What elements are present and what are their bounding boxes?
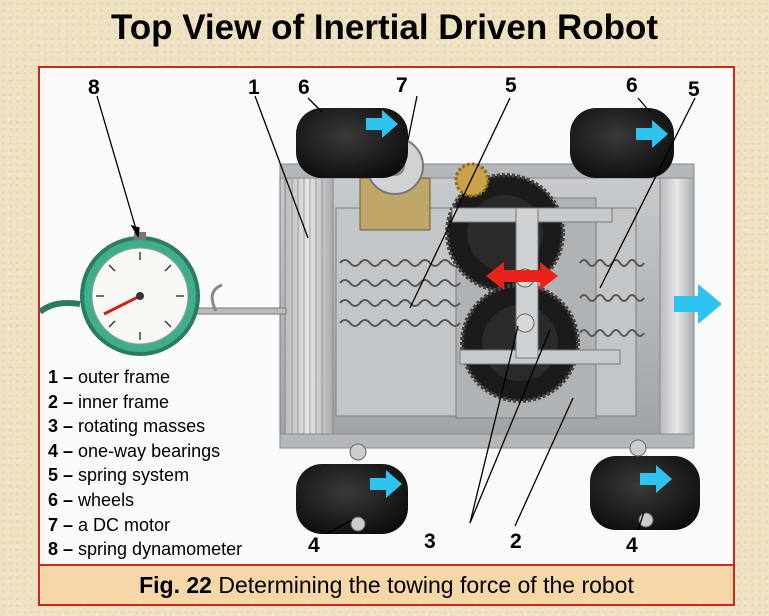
callout-3: 3 [424,530,436,553]
caption-text: Determining the towing force of the robo… [218,572,634,598]
legend-item: 5 – spring system [48,465,190,486]
callout-5-center: 5 [505,74,517,97]
legend-item: 7 – a DC motor [48,514,171,535]
callout-5-right: 5 [688,78,700,101]
figure-caption: Fig. 22 Determining the towing force of … [38,566,735,606]
legend-item: 3 – rotating masses [48,416,206,437]
legend-item: 2 – inner frame [48,391,170,412]
callout-8: 8 [88,76,100,99]
caption-prefix: Fig. 22 [139,572,212,598]
parts-legend: 1 – outer frame 2 – inner frame 3 – rota… [48,365,242,562]
robot-photo: 8 1 6 7 5 6 5 4 3 2 4 [38,66,735,566]
legend-item: 8 – spring dynamometer [48,539,243,560]
page-title: Top View of Inertial Driven Robot [110,8,659,47]
callout-4-right: 4 [626,534,638,557]
callout-6-right: 6 [626,74,638,97]
legend-item: 1 – outer frame [48,367,171,387]
legend-item: 6 – wheels [48,489,135,510]
callout-6-left: 6 [298,76,310,99]
legend-item: 4 – one-way bearings [48,440,221,461]
robot-illustration [40,95,722,534]
callout-1: 1 [248,76,260,99]
callout-7: 7 [396,74,408,97]
callout-2: 2 [510,530,522,553]
callout-4-left: 4 [308,534,320,557]
